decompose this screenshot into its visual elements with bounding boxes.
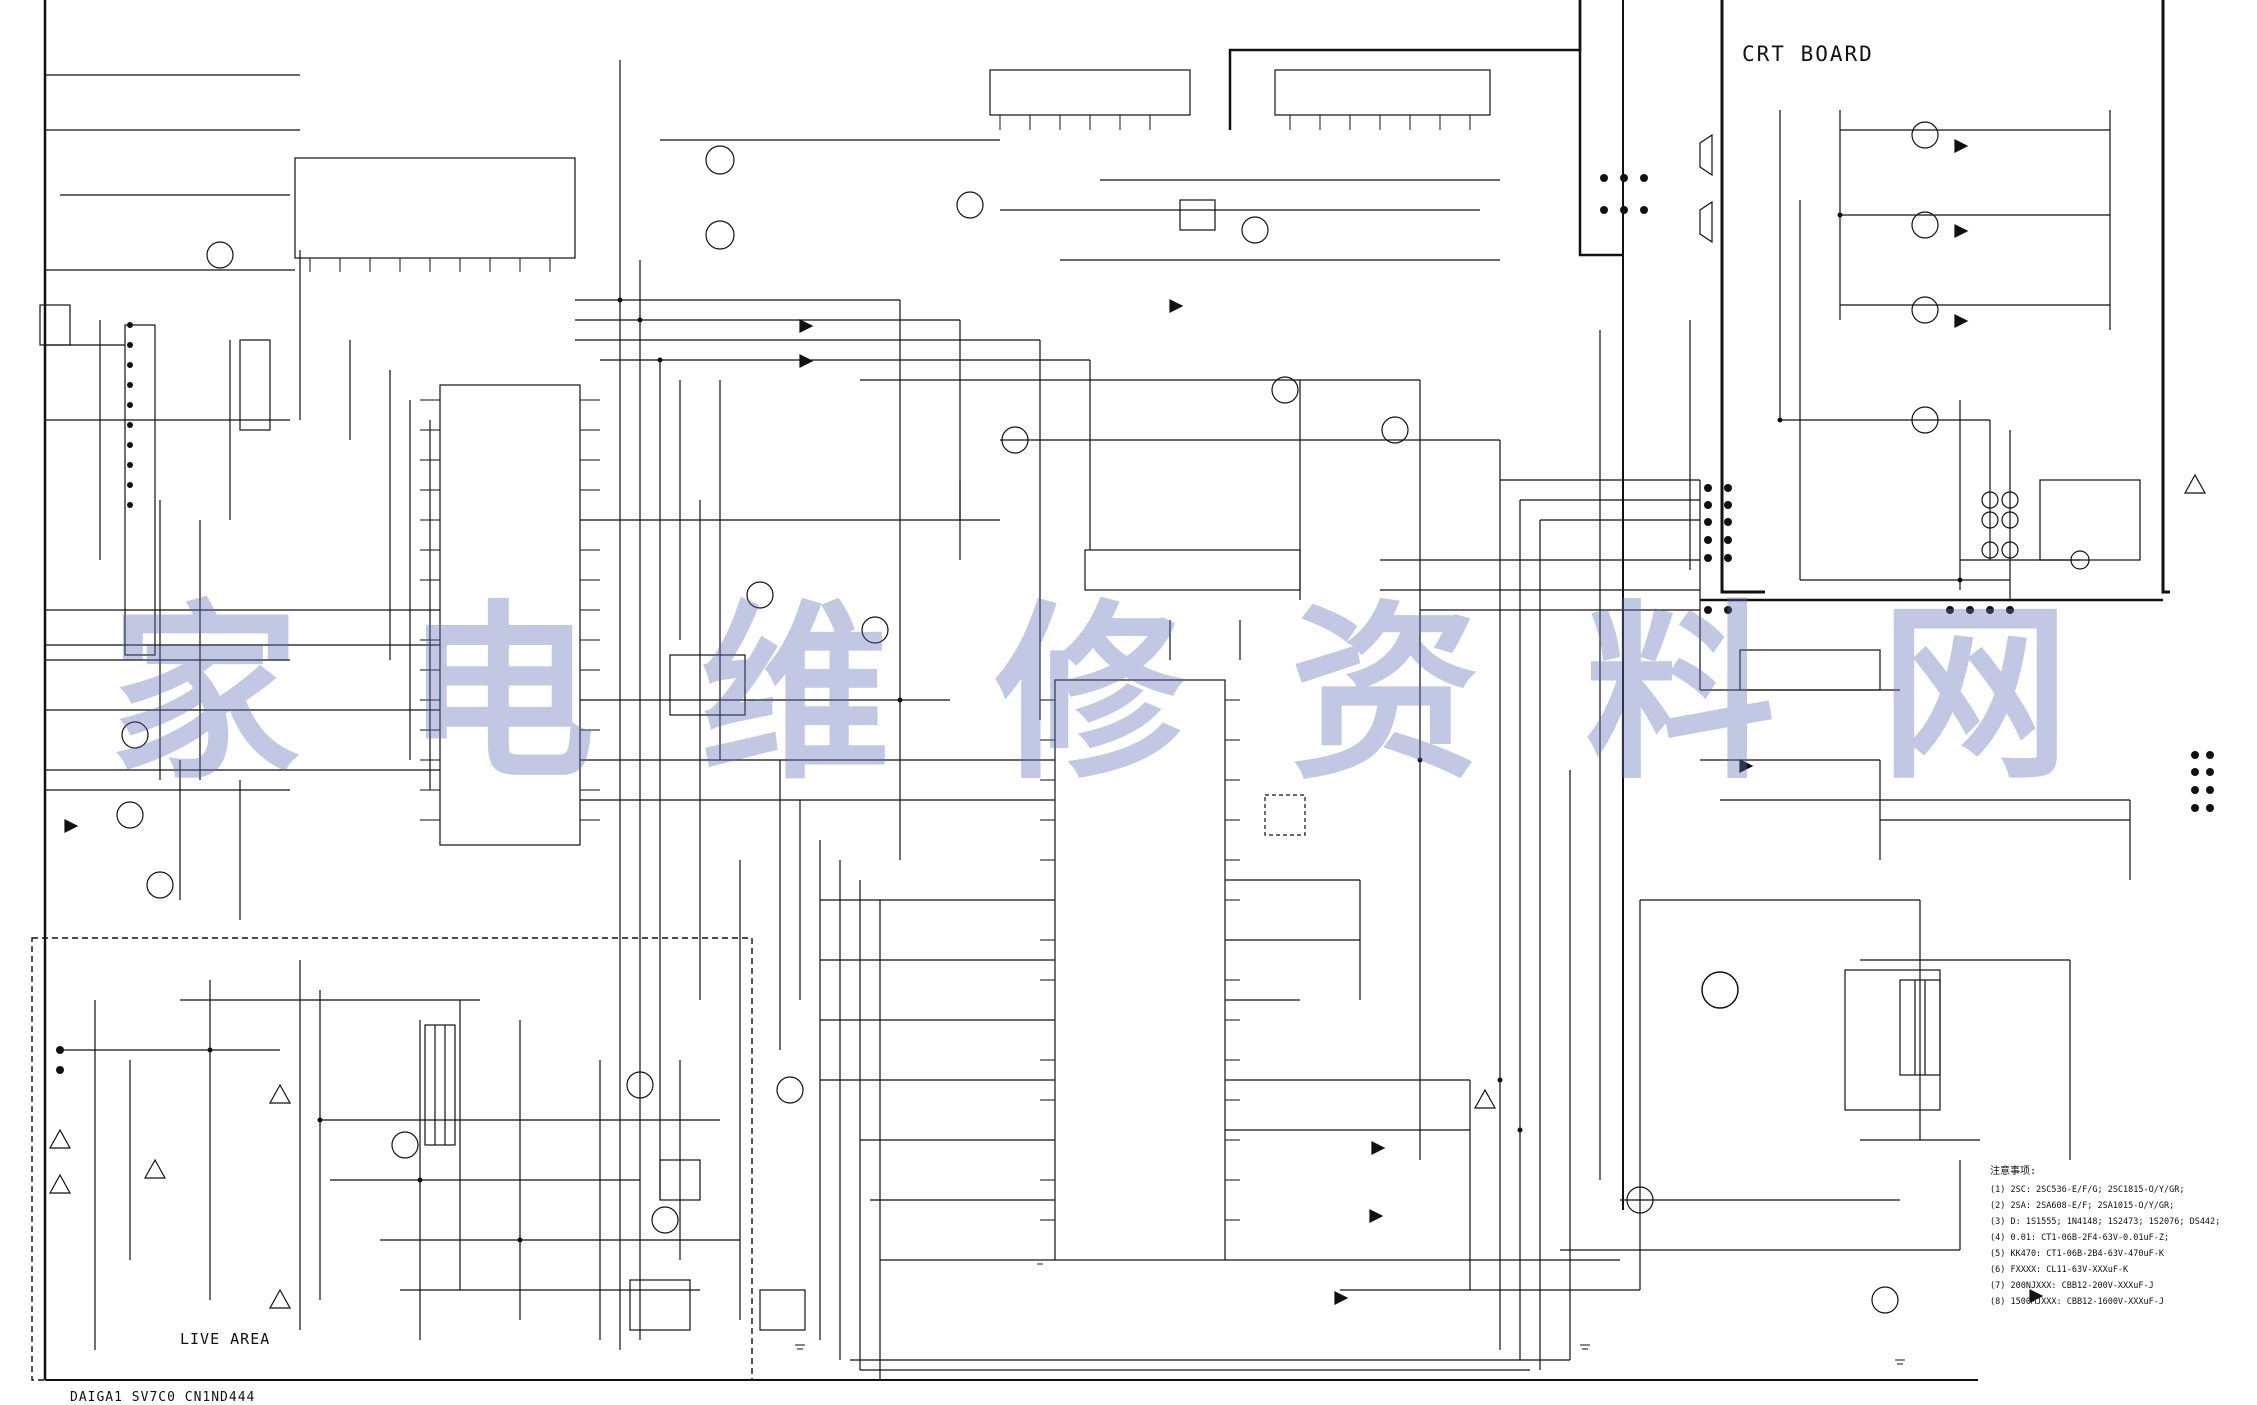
- note-item: (6) FXXXX: CL11-63V-XXXuF-K: [1990, 1265, 2129, 1275]
- note-item: (7) 200NJXXX: CBB12-200V-XXXuF-J: [1990, 1281, 2154, 1291]
- note-item: (1) 2SC: 2SC536-E/F/G; 2SC1815-O/Y/GR;: [1990, 1185, 2185, 1195]
- notes-heading: 注意事项:: [1990, 1166, 2037, 1177]
- note-item: (3) D: 1S1555; 1N4148; 1S2473; 1S2076; D…: [1990, 1217, 2221, 1227]
- watermark-text: 家电维修资料网: [110, 582, 2176, 805]
- note-item: (8) 1500MJXXX: CBB12-1600V-XXXuF-J: [1990, 1297, 2164, 1307]
- notes-block: 注意事项: (1) 2SC: 2SC536-E/F/G; 2SC1815-O/Y…: [1990, 1164, 2240, 1310]
- model-id-label: DAIGA1 SV7C0 CN1ND444: [70, 1390, 256, 1405]
- note-item: (2) 2SA: 2SA608-E/F; 2SA1015-O/Y/GR;: [1990, 1201, 2175, 1211]
- note-item: (5) KK470: CT1-06B-2B4-63V-470uF-K: [1990, 1249, 2164, 1259]
- live-area-label: LIVE AREA: [180, 1330, 271, 1348]
- crt-board-label: CRT BOARD: [1742, 42, 1874, 66]
- note-item: (4) 0.01: CT1-06B-2F4-63V-0.01uF-Z;: [1990, 1233, 2170, 1243]
